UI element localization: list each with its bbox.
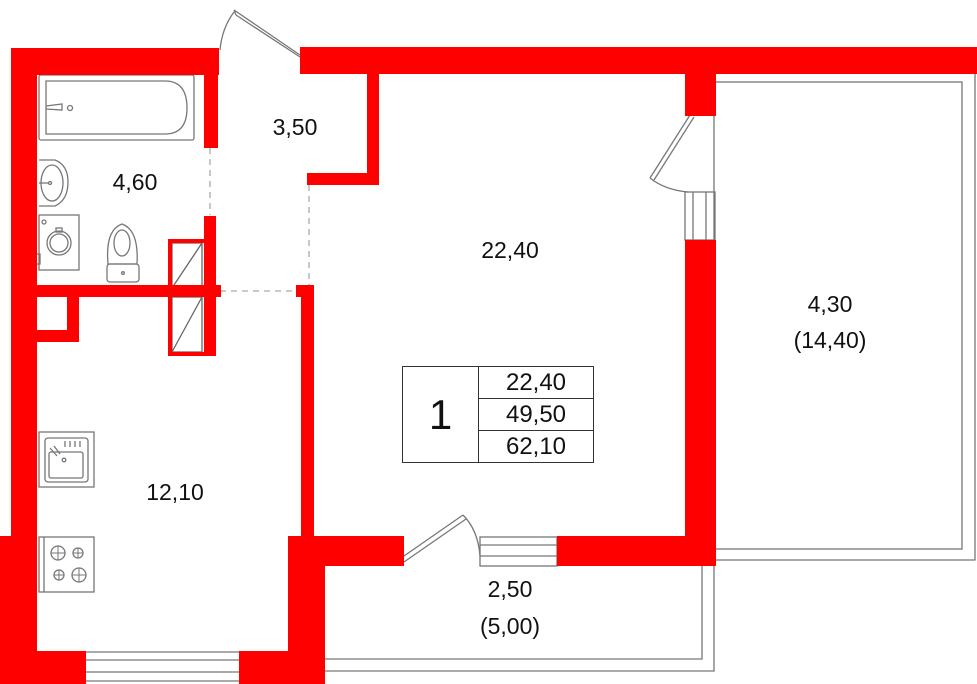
- washing-machine-icon: [35, 214, 80, 271]
- wall-left-outer: [11, 48, 37, 608]
- room-full-area-loggia-south: (5,00): [479, 613, 541, 639]
- kitchen-window-icon: [86, 651, 240, 682]
- wall-shaft-frame-top: [168, 239, 204, 243]
- wall-kitchen-right: [301, 285, 314, 545]
- total-with-loggias-value: 62,10: [505, 432, 567, 460]
- apartment-summary-box: 1 22,40 49,50 62,10: [402, 366, 594, 463]
- wall-bath-right-top: [204, 48, 218, 148]
- wall-kitchen-right-cap: [296, 285, 314, 297]
- room-full-area-loggia-east: (14,40): [793, 327, 867, 353]
- room-area-bathroom: 4,60: [112, 169, 158, 195]
- wall-living-right: [685, 240, 716, 566]
- total-area-value: 49,50: [479, 399, 593, 431]
- wall-bath-bottom: [11, 285, 221, 297]
- room-area-loggia-east: 4,30: [807, 291, 853, 317]
- wall-top-left: [11, 48, 219, 75]
- wall-living-bottom-left: [288, 536, 404, 566]
- wall-shaft-frame-bottom: [168, 352, 216, 356]
- wall-top-right: [300, 47, 977, 74]
- wall-hall-closet-h: [307, 173, 379, 185]
- wall-niche-h: [37, 330, 79, 342]
- kitchen-sink-icon: [38, 431, 95, 488]
- rooms-count: 1: [403, 367, 479, 462]
- dashed-partitions: [209, 148, 310, 292]
- living-area-value: 22,40: [479, 367, 593, 399]
- balcony-door-south-icon: [403, 514, 558, 567]
- room-area-kitchen: 12,10: [146, 479, 204, 505]
- wall-hall-closet-v: [367, 74, 379, 184]
- entrance-door-icon: [219, 9, 301, 58]
- balcony-door-east-icon: [649, 114, 716, 241]
- washbasin-icon: [39, 159, 69, 207]
- wall-shaft-frame: [168, 239, 172, 356]
- wall-bottom-left-pier: [0, 651, 86, 684]
- room-area-hallway: 3,50: [272, 114, 318, 140]
- ventilation-shaft-icon: [171, 242, 203, 353]
- stove-icon: [38, 536, 95, 593]
- room-area-loggia-south: 2,50: [487, 576, 533, 602]
- wall-living-right-top: [685, 74, 716, 116]
- toilet-icon: [106, 223, 140, 283]
- room-area-living-room: 22,40: [481, 237, 539, 263]
- loggia-south-outline: [325, 552, 715, 672]
- bathtub-icon: [38, 74, 195, 141]
